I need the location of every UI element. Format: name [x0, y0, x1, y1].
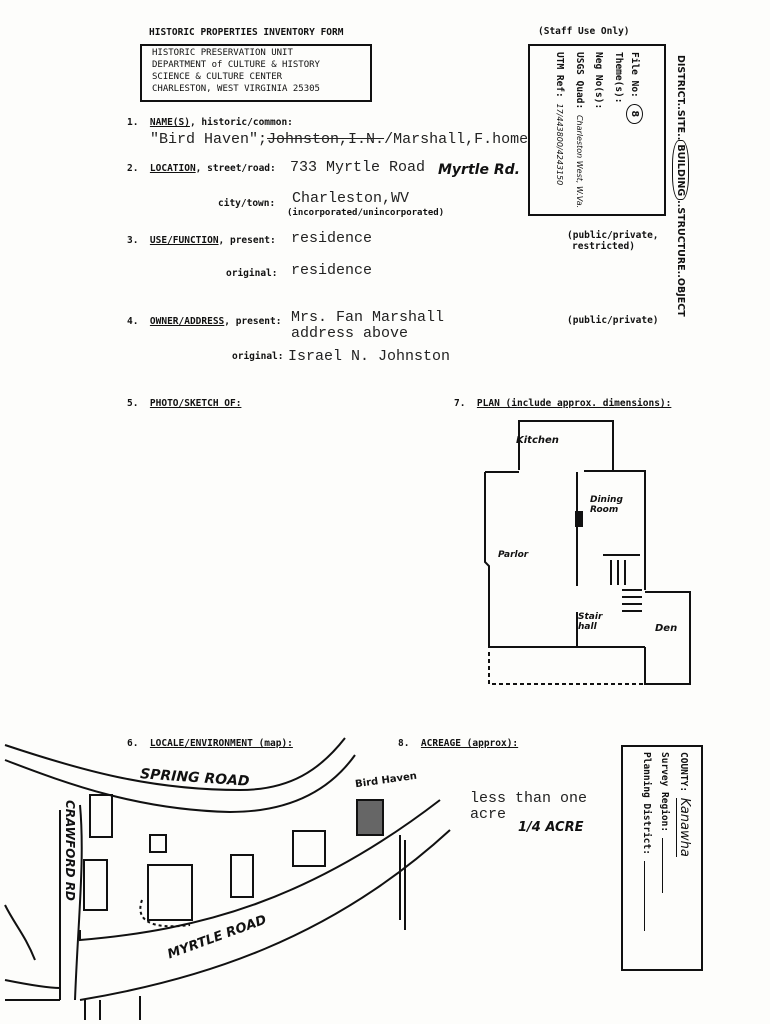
- form-title: HISTORIC PROPERTIES INVENTORY FORM: [149, 27, 344, 38]
- incorporated-label: (incorporated/unincorporated): [287, 208, 445, 218]
- planning-district: Planning District:: [641, 752, 652, 931]
- acreage-hand: 1/4 ACRE: [518, 820, 584, 835]
- use-original-value: residence: [291, 262, 373, 279]
- use-status: (public/private,: [567, 230, 659, 241]
- acreage-value-2: acre: [470, 806, 507, 823]
- county-box: [621, 745, 703, 971]
- agency-line: DEPARTMENT of CULTURE & HISTORY: [152, 60, 320, 70]
- use-original-label: original:: [226, 268, 278, 279]
- room-stair-hall: Stair hall: [578, 612, 603, 632]
- street-hand-correction: Myrtle Rd.: [438, 162, 520, 178]
- owner-original-value: Israel N. Johnston: [288, 348, 451, 365]
- room-kitchen: Kitchen: [516, 435, 559, 446]
- acreage-value: less than one: [470, 790, 588, 807]
- agency-line: SCIENCE & CULTURE CENTER: [152, 72, 283, 82]
- use-status-2: restricted): [572, 241, 635, 252]
- street-value: 733 Myrtle Road: [290, 159, 426, 176]
- county-line: COUNTY: Kanawha: [676, 752, 692, 857]
- floor-plan: [484, 420, 691, 685]
- use-present-value: residence: [291, 230, 373, 247]
- agency-line: HISTORIC PRESERVATION UNIT: [152, 48, 293, 58]
- city-value: Charleston,WV: [292, 190, 410, 207]
- county-value: Kanawha: [676, 797, 692, 857]
- owner-present-value: Mrs. Fan Marshall: [291, 309, 445, 326]
- room-parlor: Parlor: [498, 550, 529, 560]
- owner-address-value: address above: [291, 325, 409, 342]
- staff-use-box: [528, 44, 666, 216]
- room-den: Den: [655, 623, 678, 634]
- locale-map: [4, 737, 451, 1020]
- agency-box: HISTORIC PRESERVATION UNIT DEPARTMENT of…: [140, 44, 372, 102]
- owner-original-label: original:: [232, 351, 284, 362]
- map-crawford-rd: CRAWFORD RD: [63, 800, 77, 901]
- city-label: city/town:: [218, 198, 276, 209]
- agency-line: CHARLESTON, WEST VIRGINIA 25305: [152, 84, 320, 94]
- name-value: "Bird Haven";Johnston,I.N./Marshall,F.ho…: [150, 131, 529, 148]
- room-dining: Dining Room: [590, 495, 623, 515]
- staff-use-label: (Staff Use Only): [538, 26, 630, 37]
- survey-region: Survey Region:: [659, 752, 670, 893]
- owner-status: (public/private): [567, 315, 659, 326]
